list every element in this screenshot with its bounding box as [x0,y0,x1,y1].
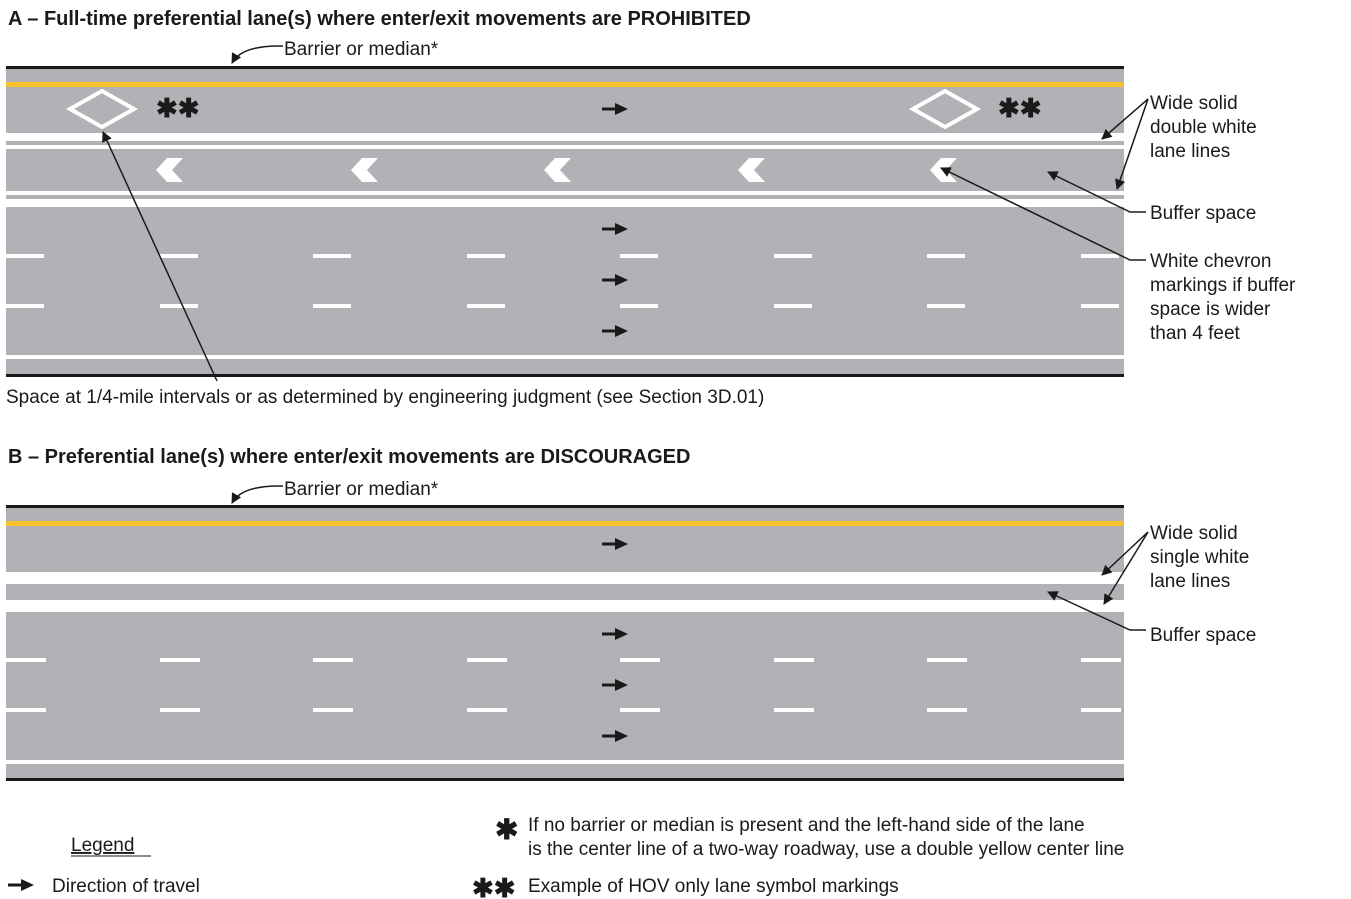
buffer-leader [1047,591,1146,631]
note-single-star-icon: ✱ [495,814,518,845]
single-white-line-upper [6,572,1124,584]
lane-line-leader [1101,98,1149,140]
panel-b-right-edge-line [6,760,1124,764]
legend-item-direction: Direction of travel [52,876,200,897]
note-2-line-1: Example of HOV only lane symbol markings [528,876,899,897]
panel-a: A – Full-time preferential lane(s) where… [6,8,1296,408]
panel-b-lane-line-label-3: lane lines [1150,571,1230,592]
panel-a-pavement [6,66,1124,377]
panel-a-lane-line-label-2: double white [1150,117,1257,138]
barrier-leader [231,485,284,504]
direction-arrow-icon [6,877,36,893]
legend-heading: Legend [71,835,134,856]
panel-b-title: B – Preferential lane(s) where enter/exi… [8,446,690,468]
double-white-line-upper-a [6,133,1124,141]
panel-a-title: A – Full-time preferential lane(s) where… [8,8,751,30]
panel-b-lane-line-label-1: Wide solid [1150,523,1238,544]
chevron-leader [940,167,1146,261]
panel-a-bottom-edge [6,374,1124,377]
hov-diamond-left [65,88,139,130]
panel-a-chevron-label-3: space is wider [1150,299,1271,320]
panel-a-yellow-edge-line [6,82,1124,87]
panel-a-lane-line-label-3: lane lines [1150,141,1230,162]
notes: ✱ If no barrier or median is present and… [472,814,1124,899]
single-white-line-lower [6,600,1124,612]
panel-a-lane-line-label-1: Wide solid [1150,93,1238,114]
panel-b-bottom-edge [6,778,1124,781]
panel-b-lane-line-label-2: single white [1150,547,1249,568]
panel-b-dashed-lane-lines [6,658,1121,712]
panel-b-pavement [6,505,1124,781]
lane-line-leader [1103,531,1149,605]
panel-a-dashed-lane-lines [6,254,1119,308]
barrier-leader [231,45,284,64]
note-double-star-icon: ✱✱ [472,873,516,899]
panel-a-chevron-label-4: than 4 feet [1150,323,1241,344]
panel-b-barrier-label: Barrier or median* [284,479,439,500]
spacing-note: Space at 1/4-mile intervals or as determ… [6,387,764,408]
double-white-line-lower-a [6,191,1124,195]
panel-a-chevron-label-2: markings if buffer [1150,275,1296,296]
note-1-line-2: is the center line of a two-way roadway,… [528,839,1124,860]
double-white-line-upper-b [6,145,1124,149]
hov-diamond-right [908,88,982,130]
panel-b-yellow-edge-line [6,521,1124,526]
legend: Legend Direction of travel [6,835,200,897]
panel-b-top-edge [6,505,1124,508]
hov-double-star-right: ✱✱ [998,93,1042,123]
panel-a-chevron-label-1: White chevron [1150,251,1271,272]
panel-a-right-edge-line [6,355,1124,359]
spacing-leader [102,131,218,382]
lane-line-leader [1101,531,1149,576]
note-1-line-1: If no barrier or median is present and t… [528,815,1085,836]
panel-a-buffer-label: Buffer space [1150,203,1256,224]
panel-b-buffer-label: Buffer space [1150,625,1256,646]
buffer-leader [1047,171,1146,213]
hov-double-star-left: ✱✱ [156,93,200,123]
panel-a-top-edge [6,66,1124,69]
lane-line-leader [1115,98,1149,190]
double-white-line-lower-b [6,199,1124,207]
panel-b: B – Preferential lane(s) where enter/exi… [6,446,1256,781]
panel-a-barrier-label: Barrier or median* [284,39,439,60]
